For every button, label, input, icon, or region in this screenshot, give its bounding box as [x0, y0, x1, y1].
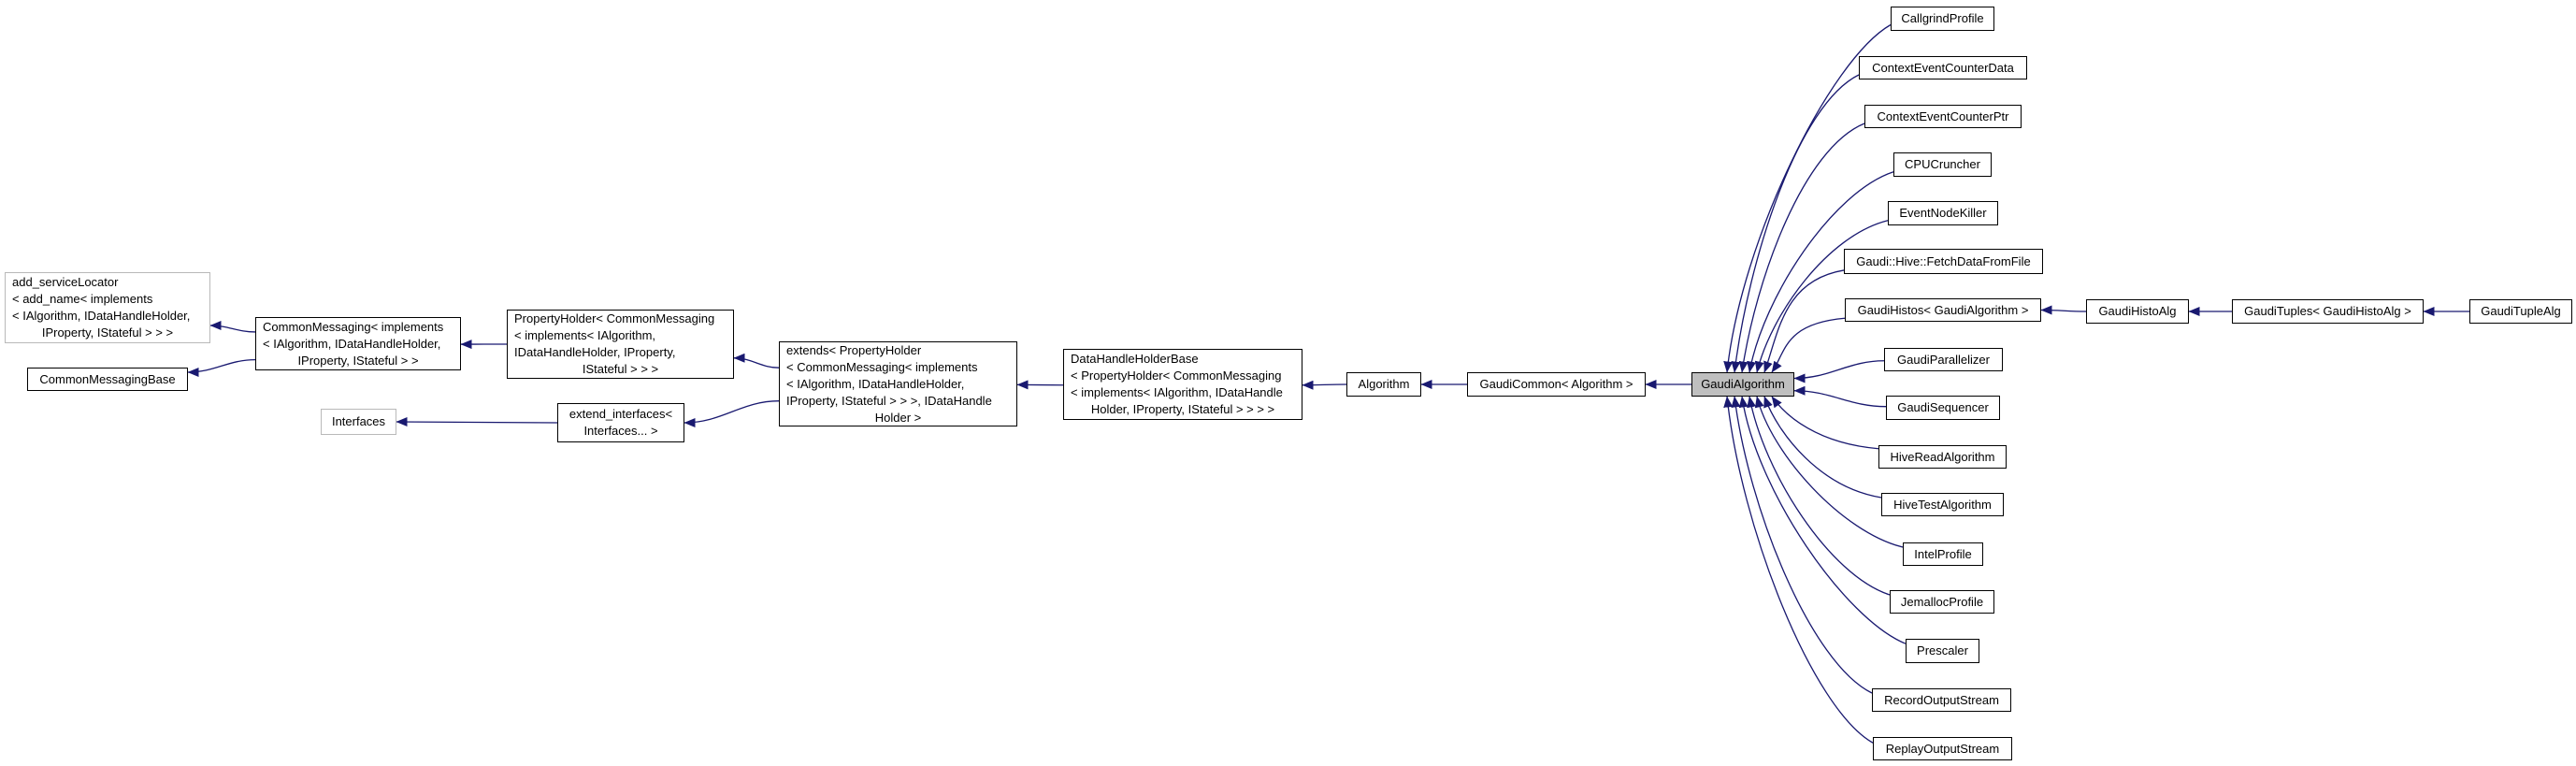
- class-node-label: extends< PropertyHolder: [786, 342, 922, 357]
- class-node-ContextEventCounterData[interactable]: ContextEventCounterData: [1859, 56, 2027, 79]
- class-node-ReplayOutputStream[interactable]: ReplayOutputStream: [1873, 737, 2012, 760]
- class-node-label: IProperty, IStateful > >: [297, 353, 419, 368]
- class-node-Algorithm[interactable]: Algorithm: [1346, 372, 1421, 397]
- class-node-extends[interactable]: extends< PropertyHolder < CommonMessaging…: [779, 341, 1017, 426]
- class-node-label: CommonMessaging< implements: [263, 319, 444, 334]
- class-node-label: Interfaces... >: [583, 424, 658, 438]
- inheritance-edge-extend_interfaces-to-Interfaces: [396, 417, 558, 427]
- class-node-label: ContextEventCounterData: [1872, 60, 2014, 75]
- class-node-extend_interfaces[interactable]: extend_interfaces< Interfaces... >: [557, 403, 684, 442]
- class-node-label: < CommonMessaging< implements: [786, 359, 978, 374]
- inheritance-edge-GaudiHistoAlg-to-GaudiHistos: [2040, 305, 2087, 315]
- inheritance-edge-RecordOutputStream-to-GaudiAlgorithm: [1731, 396, 1873, 694]
- class-node-label: Holder, IProperty, IStateful > > > >: [1090, 402, 1275, 416]
- class-node-label: Gaudi::Hive::FetchDataFromFile: [1856, 253, 2031, 268]
- class-node-label: < IAlgorithm, IDataHandleHolder,: [263, 336, 441, 351]
- class-node-HiveTestAlgorithm[interactable]: HiveTestAlgorithm: [1881, 493, 2004, 516]
- class-node-GaudiAlgorithm: GaudiAlgorithm: [1691, 372, 1794, 397]
- class-node-label: add_serviceLocator: [12, 275, 119, 289]
- class-node-GaudiCommon[interactable]: GaudiCommon< Algorithm >: [1467, 372, 1646, 397]
- class-node-EventNodeKiller[interactable]: EventNodeKiller: [1888, 201, 1998, 225]
- inheritance-edge-ContextEventCounterPtr-to-GaudiAlgorithm: [1738, 123, 1865, 373]
- class-node-label: DataHandleHolderBase: [1071, 352, 1199, 366]
- class-node-label: ContextEventCounterPtr: [1877, 108, 2009, 123]
- class-node-GaudiSequencer[interactable]: GaudiSequencer: [1886, 396, 2000, 420]
- class-node-CPUCruncher[interactable]: CPUCruncher: [1893, 152, 1992, 177]
- inheritance-edge-Algorithm-to-DataHandleHolderBase: [1302, 380, 1347, 390]
- inheritance-edge-HiveTestAlgorithm-to-GaudiAlgorithm: [1763, 396, 1882, 499]
- class-node-GaudiHistoAlg[interactable]: GaudiHistoAlg: [2086, 299, 2189, 324]
- class-node-label: Prescaler: [1917, 643, 1968, 658]
- class-node-label: IStateful > > >: [582, 362, 659, 376]
- inheritance-edge-GaudiSequencer-to-GaudiAlgorithm: [1793, 385, 1887, 408]
- class-node-label: CallgrindProfile: [1901, 11, 1984, 25]
- class-node-Interfaces: Interfaces: [321, 409, 396, 435]
- class-node-label: GaudiHistoAlg: [2098, 304, 2177, 318]
- inheritance-edge-extends-to-extend_interfaces: [684, 400, 780, 427]
- class-node-IntelProfile[interactable]: IntelProfile: [1903, 542, 1983, 566]
- class-node-label: HiveReadAlgorithm: [1890, 449, 1995, 464]
- class-node-FetchDataFromFile[interactable]: Gaudi::Hive::FetchDataFromFile: [1844, 249, 2043, 274]
- class-node-label: extend_interfaces<: [568, 407, 673, 421]
- class-node-label: CPUCruncher: [1905, 157, 1980, 171]
- class-node-add_serviceLocator: add_serviceLocator < add_name< implements…: [5, 272, 210, 343]
- class-node-GaudiParallelizer[interactable]: GaudiParallelizer: [1884, 348, 2003, 371]
- inheritance-edge-FetchDataFromFile-to-GaudiAlgorithm: [1763, 269, 1845, 373]
- inheritance-edge-CommonMessaging-to-add_serviceLocator: [209, 321, 256, 333]
- class-node-DataHandleHolderBase[interactable]: DataHandleHolderBase < PropertyHolder< Co…: [1063, 349, 1302, 420]
- inheritance-edge-GaudiHistos-to-GaudiAlgorithm: [1771, 317, 1846, 373]
- class-node-CommonMessagingBase[interactable]: CommonMessagingBase: [27, 368, 188, 391]
- class-node-label: GaudiHistos< GaudiAlgorithm >: [1857, 302, 2029, 317]
- inheritance-edge-Prescaler-to-GaudiAlgorithm: [1738, 396, 1907, 644]
- inheritance-edge-CommonMessaging-to-CommonMessagingBase: [187, 358, 256, 377]
- class-node-HiveReadAlgorithm[interactable]: HiveReadAlgorithm: [1878, 445, 2007, 469]
- class-node-label: GaudiTuples< GaudiHistoAlg >: [2244, 304, 2411, 318]
- class-node-CommonMessaging[interactable]: CommonMessaging< implements < IAlgorithm,…: [255, 317, 461, 370]
- inheritance-edge-ContextEventCounterData-to-GaudiAlgorithm: [1731, 74, 1860, 373]
- class-node-label: EventNodeKiller: [1899, 206, 1987, 220]
- inheritance-edge-HiveReadAlgorithm-to-GaudiAlgorithm: [1771, 396, 1879, 450]
- inheritance-edge-EventNodeKiller-to-GaudiAlgorithm: [1754, 220, 1889, 373]
- class-node-label: < implements< IAlgorithm, IDataHandle: [1071, 385, 1283, 399]
- inheritance-edge-ReplayOutputStream-to-GaudiAlgorithm: [1723, 396, 1874, 744]
- class-node-CallgrindProfile[interactable]: CallgrindProfile: [1891, 7, 1994, 31]
- class-node-label: Holder >: [874, 410, 922, 425]
- inheritance-edge-CPUCruncher-to-GaudiAlgorithm: [1747, 171, 1894, 373]
- class-node-RecordOutputStream[interactable]: RecordOutputStream: [1872, 688, 2011, 712]
- class-node-label: GaudiTupleAlg: [2481, 304, 2561, 318]
- inheritance-edge-GaudiParallelizer-to-GaudiAlgorithm: [1793, 360, 1885, 383]
- class-node-label: JemallocProfile: [1900, 594, 1984, 609]
- class-node-JemallocProfile[interactable]: JemallocProfile: [1890, 590, 1994, 614]
- class-node-label: IDataHandleHolder, IProperty,: [514, 345, 676, 359]
- inheritance-edge-JemallocProfile-to-GaudiAlgorithm: [1747, 396, 1891, 596]
- class-node-GaudiTupleAlg[interactable]: GaudiTupleAlg: [2469, 299, 2572, 324]
- class-node-ContextEventCounterPtr[interactable]: ContextEventCounterPtr: [1864, 105, 2022, 128]
- class-node-label: ReplayOutputStream: [1885, 741, 2000, 756]
- class-node-PropertyHolder[interactable]: PropertyHolder< CommonMessaging < impleme…: [507, 310, 734, 379]
- class-node-label: GaudiAlgorithm: [1701, 377, 1785, 391]
- class-node-GaudiTuples[interactable]: GaudiTuples< GaudiHistoAlg >: [2232, 299, 2424, 324]
- class-node-label: GaudiCommon< Algorithm >: [1479, 377, 1633, 391]
- class-node-label: HiveTestAlgorithm: [1893, 497, 1992, 512]
- class-node-label: IProperty, IStateful > > >: [41, 325, 174, 340]
- class-node-label: < IAlgorithm, IDataHandleHolder,: [12, 309, 191, 323]
- class-node-label: < IAlgorithm, IDataHandleHolder,: [786, 376, 965, 391]
- class-node-label: IntelProfile: [1914, 546, 1972, 561]
- inheritance-edge-extends-to-PropertyHolder: [733, 353, 780, 369]
- class-node-label: PropertyHolder< CommonMessaging: [514, 311, 715, 325]
- inheritance-edge-IntelProfile-to-GaudiAlgorithm: [1754, 396, 1904, 548]
- class-node-label: < implements< IAlgorithm,: [514, 328, 656, 342]
- class-node-label: Interfaces: [331, 414, 386, 428]
- class-node-label: < add_name< implements: [12, 292, 153, 306]
- class-node-Prescaler[interactable]: Prescaler: [1906, 639, 1979, 663]
- class-node-label: Algorithm: [1358, 377, 1410, 391]
- class-node-GaudiHistos[interactable]: GaudiHistos< GaudiAlgorithm >: [1845, 298, 2041, 322]
- class-node-label: GaudiSequencer: [1897, 400, 1989, 414]
- class-node-label: IProperty, IStateful > > >, IDataHandle: [786, 393, 992, 408]
- class-node-label: < PropertyHolder< CommonMessaging: [1071, 369, 1282, 383]
- class-node-label: CommonMessagingBase: [39, 371, 176, 386]
- class-node-label: GaudiParallelizer: [1897, 352, 1990, 367]
- class-node-label: RecordOutputStream: [1884, 692, 1999, 707]
